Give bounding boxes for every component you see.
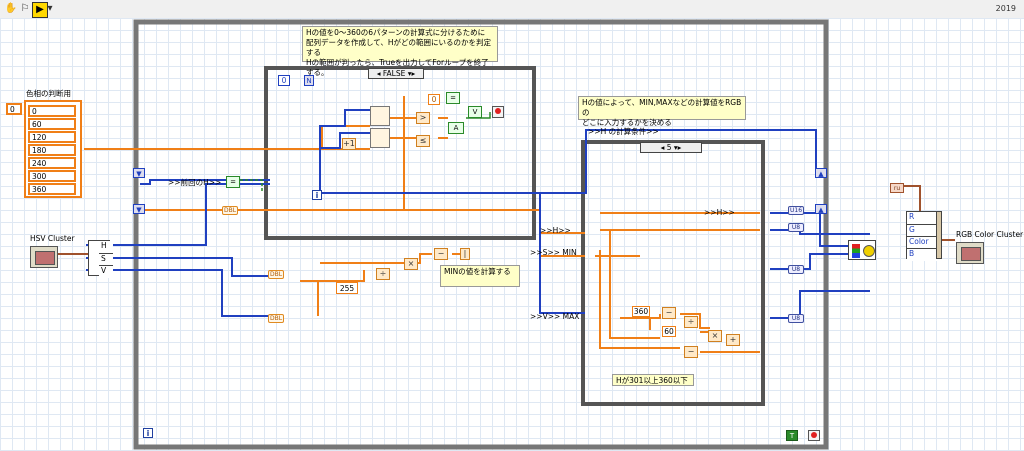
index-array-node[interactable] xyxy=(370,106,390,126)
shift-register-left-bottom[interactable]: ▼ xyxy=(133,204,145,214)
increment-node[interactable]: +1 xyxy=(342,138,356,150)
zero-constant[interactable]: 0 xyxy=(428,94,440,105)
multiply-node[interactable]: × xyxy=(404,258,418,270)
min-comment[interactable]: MINの値を計算する xyxy=(440,265,520,287)
hue-array[interactable]: 0 60 120 180 240 300 360 xyxy=(24,100,82,198)
rgb-to-color-node[interactable] xyxy=(848,240,876,260)
hue-array-label: 色相の判断用 xyxy=(26,89,71,98)
unbundle-field-h: H xyxy=(99,241,113,253)
version-label: 2019 xyxy=(995,4,1016,13)
to-dbl-node[interactable]: DBL xyxy=(222,206,238,215)
case-comment[interactable]: Hの値によって、MIN,MAXなどの計算値をRGBの どこに入力するかを決める xyxy=(578,96,746,127)
array-element[interactable]: 180 xyxy=(28,144,76,156)
case-selector-value: 5 xyxy=(666,143,672,152)
block-diagram[interactable]: 色相の判断用 0 0 60 120 180 240 300 360 HSV Cl… xyxy=(0,18,1024,451)
loop-comment[interactable]: Hの値を0～360の6パターンの計算式に分けるために 配列データを作成して、Hが… xyxy=(302,26,498,77)
case-body-comment[interactable]: Hが301以上360以下 xyxy=(612,374,694,386)
rgb-cluster-label: RGB Color Cluster xyxy=(956,230,1024,239)
bundle-field-color: Color xyxy=(907,236,939,249)
v-max-wire-label: >>V>> MAX xyxy=(530,312,580,321)
prev-h-label: >>前回のH>> xyxy=(168,178,222,187)
unbundle-by-name-node[interactable]: H S V xyxy=(88,240,113,278)
index-constant[interactable]: 0 xyxy=(278,75,290,86)
abs-node[interactable]: | xyxy=(460,248,470,260)
equal-compare-node[interactable]: = xyxy=(226,176,240,188)
array-index-input[interactable]: 0 xyxy=(6,103,22,115)
subtract-node[interactable]: − xyxy=(434,248,448,260)
toolbar: ✋ ⚐ ▶ ▾ 2019 xyxy=(0,0,1024,19)
shift-register-right-bottom[interactable]: ▲ xyxy=(815,204,827,214)
iteration-terminal[interactable]: i xyxy=(143,428,153,438)
constant-360[interactable]: 360 xyxy=(632,306,650,317)
greater-node[interactable]: > xyxy=(416,112,430,124)
bundle-field-g: G xyxy=(907,224,939,237)
constant-60[interactable]: 60 xyxy=(662,326,676,337)
h-case-wire-label: >>H>> xyxy=(704,208,735,217)
bundle-by-name-node[interactable]: R G Color B xyxy=(906,211,939,261)
multiply-node[interactable]: × xyxy=(708,330,722,342)
iteration-terminal[interactable]: i xyxy=(312,190,322,200)
h-condition-wire-label: >>H の計算条件>> xyxy=(588,127,659,136)
n-count-terminal[interactable]: N xyxy=(304,75,314,86)
hsv-cluster-label: HSV Cluster xyxy=(30,234,75,243)
to-u8-node[interactable]: U8 xyxy=(788,265,804,274)
shift-register-right-top[interactable]: ▲ xyxy=(815,168,827,178)
shift-register-left-top[interactable]: ▼ xyxy=(133,168,145,178)
for-loop-stop-terminal[interactable] xyxy=(808,430,820,441)
array-element[interactable]: 60 xyxy=(28,118,76,130)
outer-case-selector[interactable]: ◂ 5 ▾▸ xyxy=(640,142,702,153)
bundle-field-r: R xyxy=(907,212,939,224)
to-dbl-node[interactable]: DBL xyxy=(268,314,284,323)
subtract-node[interactable]: − xyxy=(662,307,676,319)
bundle-field-b: B xyxy=(907,248,939,261)
unbundle-field-v: V xyxy=(99,265,113,278)
array-element[interactable]: 120 xyxy=(28,131,76,143)
subtract-node[interactable]: − xyxy=(684,346,698,358)
constant-255[interactable]: 255 xyxy=(336,282,358,294)
or-node[interactable]: V xyxy=(468,106,482,118)
to-u8-node[interactable]: U8 xyxy=(788,223,804,232)
divide-node[interactable]: ÷ xyxy=(684,316,698,328)
to-u16-node[interactable]: U16 xyxy=(788,206,804,215)
run-arrow-icon[interactable]: ▶ xyxy=(32,2,48,18)
array-element[interactable]: 240 xyxy=(28,157,76,169)
inner-case-selector[interactable]: ◂ FALSE ▾▸ xyxy=(368,68,424,79)
case-selector-value: FALSE xyxy=(382,69,406,78)
array-element[interactable]: 0 xyxy=(28,105,76,117)
bundle-cluster-input[interactable] xyxy=(936,211,942,259)
to-dbl-node[interactable]: DBL xyxy=(268,270,284,279)
true-constant[interactable]: T xyxy=(786,430,798,441)
highlight-icon[interactable]: ⚐ xyxy=(20,3,30,14)
s-min-wire-label: >>S>> MIN xyxy=(530,248,577,257)
loop-stop-terminal[interactable] xyxy=(492,106,504,118)
unbundle-field-s: S xyxy=(99,253,113,266)
index-array-node[interactable] xyxy=(370,128,390,148)
array-element[interactable]: 360 xyxy=(28,183,76,195)
wires-layer xyxy=(58,19,955,450)
h-wire-label: >>H>> xyxy=(540,226,571,235)
hsv-cluster-terminal[interactable] xyxy=(30,246,58,268)
hand-icon[interactable]: ✋ xyxy=(4,3,18,14)
divide-node[interactable]: ÷ xyxy=(376,268,390,280)
add-node[interactable]: + xyxy=(726,334,740,346)
equal-node[interactable]: = xyxy=(446,92,460,104)
dropdown-arrow-icon[interactable]: ▾ xyxy=(47,3,53,14)
and-node[interactable]: A xyxy=(448,122,464,134)
to-u8-node[interactable]: U8 xyxy=(788,314,804,323)
rgb-cluster-indicator[interactable] xyxy=(956,242,984,264)
rgb-local-variable[interactable]: ru xyxy=(890,183,904,193)
array-element[interactable]: 300 xyxy=(28,170,76,182)
less-equal-node[interactable]: ≤ xyxy=(416,135,430,147)
